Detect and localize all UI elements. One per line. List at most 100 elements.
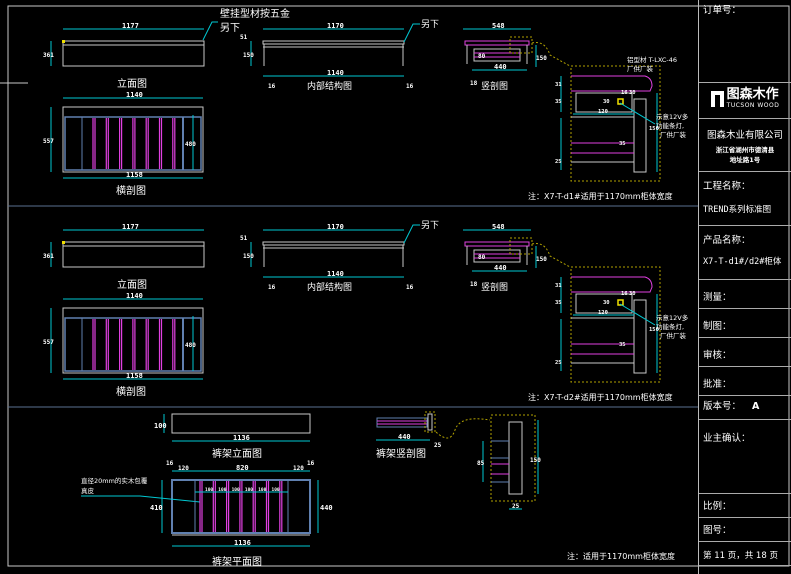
cross-frame [62, 106, 204, 173]
project-value: TREND系列标准图 [703, 205, 772, 215]
logo-cell: 图森木作 TUCSON WOOD [699, 83, 791, 119]
title-block: 订单号： 图森木作 TUCSON WOOD 图森木业有限公司 浙江省湖州市德清县… [698, 0, 791, 574]
inner-note: 另下 [421, 19, 439, 30]
dim-vs-right: 150 [536, 55, 547, 62]
dim-inner-top: 1170 [327, 22, 344, 30]
elevation-title: 立面图 [117, 278, 147, 291]
vs-drawer [473, 249, 521, 263]
product-cell: 产品名称： X7-T-d1#/d2#柜体 [699, 226, 791, 280]
detail-drawer [575, 92, 633, 113]
rack-section-end [427, 413, 433, 431]
dim-rack-top-edge: 16 [166, 460, 174, 467]
cross-section-title: 横剖图 [116, 385, 146, 398]
dim-detail-bottom: 25 [512, 503, 520, 510]
rack-elevation-frame [171, 413, 311, 434]
page-cell: 第 11 页，共 18 页 [699, 542, 791, 566]
dim-detail-height: 150 [530, 457, 541, 464]
detail-leader [531, 42, 571, 67]
drawing-no-cell: 图号： [699, 518, 791, 542]
review-label: 审核： [703, 350, 732, 361]
product-label: 产品名称： [703, 235, 751, 246]
dim-elevation-height: 361 [43, 52, 54, 59]
detail-marker [509, 36, 533, 54]
leader-line [202, 21, 218, 41]
leader-line [403, 224, 420, 244]
version-cell: 版本号： A [699, 396, 791, 420]
rack-elevation: 1136 100 裤架立面图 [154, 413, 311, 460]
rack-plan-frame [171, 479, 311, 534]
detail-dim: 31 [555, 82, 562, 88]
detail-leader [435, 418, 491, 439]
dim-rack-plan-width: 1136 [234, 539, 251, 547]
dim-inner-height: 150 [243, 253, 254, 260]
leader-line [403, 23, 420, 43]
dim-elevation-width: 1177 [122, 223, 139, 231]
light-note-3: 厂供厂装 [660, 130, 687, 139]
dim-rack-top-right: 120 [293, 465, 304, 472]
brand-name: 图森木作 [726, 87, 779, 102]
leader-line [619, 303, 656, 326]
dim-rack-top: 820 [236, 464, 249, 472]
cross-steel [64, 317, 202, 372]
detail-box [570, 266, 661, 383]
light-note: 示意12V多 [656, 112, 689, 121]
dim-cross-height: 557 [43, 138, 54, 145]
dim-rack-height: 100 [154, 422, 167, 430]
dim-inner-right: 16 [406, 284, 414, 291]
detail-dim: 150 [649, 327, 659, 333]
approve-label: 批准： [703, 379, 732, 390]
detail-dim: 35 [555, 99, 562, 105]
dim-rack-section-height: 25 [434, 442, 442, 449]
detail-top-profile [571, 75, 653, 92]
product-value: X7-T-d1#/d2#柜体 [703, 257, 782, 267]
detail-dim: 31 [555, 283, 562, 289]
version-label: 版本号： [703, 401, 742, 412]
rack-gap-dim: 100 [205, 487, 213, 493]
version-value: A [752, 401, 760, 412]
order-label: 订单号： [703, 5, 742, 16]
detail-marker [424, 411, 436, 433]
dim-vs-left: 18 [470, 80, 478, 87]
rack-elevation-title: 裤架立面图 [212, 447, 262, 460]
dim-inner-left: 16 [268, 83, 276, 90]
detail-box [570, 65, 661, 182]
dim-inner-height: 150 [243, 52, 254, 59]
dim-vs-bottom: 440 [494, 264, 507, 272]
elevation-frame [62, 241, 205, 268]
led-light-icon [617, 98, 624, 105]
led-light-icon [617, 299, 624, 306]
dim-cross-height: 557 [43, 339, 54, 346]
detail-dim: 16 [621, 90, 628, 96]
company-name: 图森木业有限公司 [706, 130, 783, 141]
draw-cell: 制图： [699, 309, 791, 338]
cross-steel [64, 116, 202, 171]
light-note-3: 厂供厂装 [660, 331, 687, 340]
order-cell: 订单号： [699, 0, 791, 83]
vs-drawer [473, 48, 521, 62]
drawing-border [7, 5, 790, 567]
logo-icon [710, 90, 724, 107]
detail-drawer [575, 293, 633, 314]
dim-rack-section-width: 440 [398, 433, 411, 441]
detail-post [633, 299, 647, 374]
elevation-frame [62, 40, 205, 67]
vs-top [464, 241, 530, 247]
dim-rack-top-left: 120 [178, 465, 189, 472]
detail-dim: 35 [619, 342, 626, 348]
company-address-2: 地址路1号 [729, 156, 761, 164]
detail-dim: 30 [603, 99, 610, 105]
dim-vs-top: 548 [492, 22, 505, 30]
detail-dim: 30 [629, 291, 636, 297]
owner-cell: 业主确认： [699, 420, 791, 494]
light-note-2: 功能条灯, [656, 121, 684, 130]
dim-vs-inner: 80 [478, 53, 486, 60]
profile-note-2: 厂供厂装 [627, 64, 654, 73]
vertical-section-title: 竖剖图 [481, 80, 508, 92]
detail-post [633, 98, 647, 173]
dim-inner-top: 1170 [327, 223, 344, 231]
detail-dim: 30 [603, 300, 610, 306]
dim-elevation-height: 361 [43, 253, 54, 260]
